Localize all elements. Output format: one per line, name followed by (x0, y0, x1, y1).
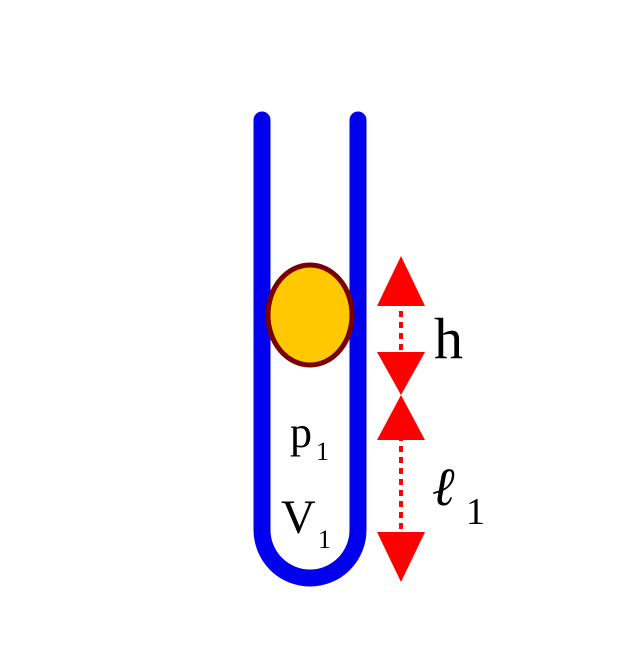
height-arrowhead-top (377, 256, 425, 306)
height-arrowhead-bottom (377, 352, 425, 395)
pressure-label-subscript: 1 (316, 437, 329, 466)
volume-label-subscript: 1 (318, 525, 331, 554)
pressure-label: p (290, 408, 312, 457)
height-dimension-arrow (377, 256, 425, 395)
volume-label: V (281, 491, 316, 544)
length-label-subscript: 1 (466, 491, 485, 533)
length-arrowhead-bottom (377, 532, 425, 582)
length-label: ℓ (432, 457, 455, 517)
length-arrowhead-top (377, 395, 425, 440)
height-label: h (434, 306, 463, 371)
u-tube (253, 111, 367, 587)
length-dimension-arrow (377, 395, 425, 582)
mercury-droplet (265, 262, 355, 368)
